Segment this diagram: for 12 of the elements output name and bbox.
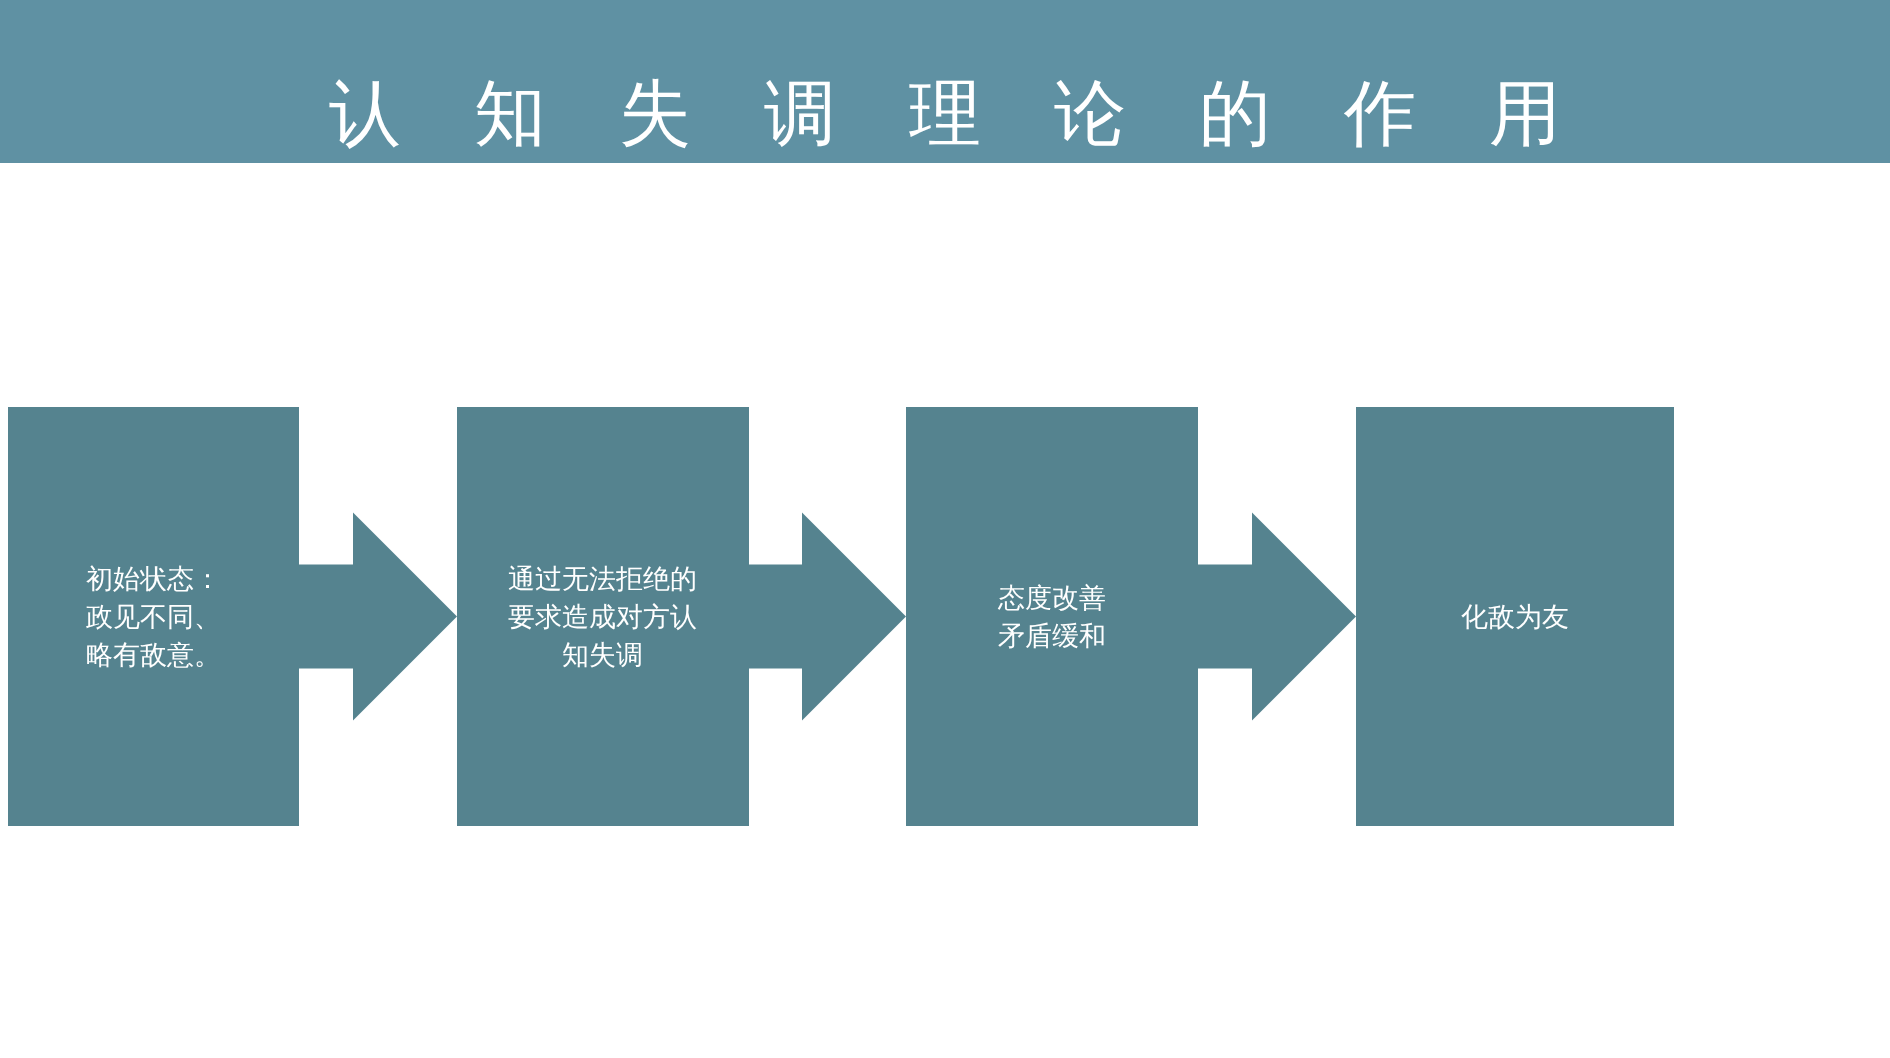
process-box <box>457 407 749 826</box>
box-text: 态度改善矛盾缓和 <box>997 581 1107 653</box>
block-arrow <box>749 512 906 721</box>
process-box <box>1356 407 1674 826</box>
box-text: 通过无法拒绝的要求造成对方认知失调 <box>507 562 699 672</box>
process-box <box>906 407 1198 826</box>
box-text: 化敌为友 <box>1460 600 1570 634</box>
title: 认知失调理论的作用 <box>328 72 1634 156</box>
block-arrow <box>299 512 457 721</box>
box-text: 初始状态：政见不同、略有敌意。 <box>85 562 222 672</box>
block-arrow <box>1198 512 1356 721</box>
process-box <box>8 407 299 826</box>
